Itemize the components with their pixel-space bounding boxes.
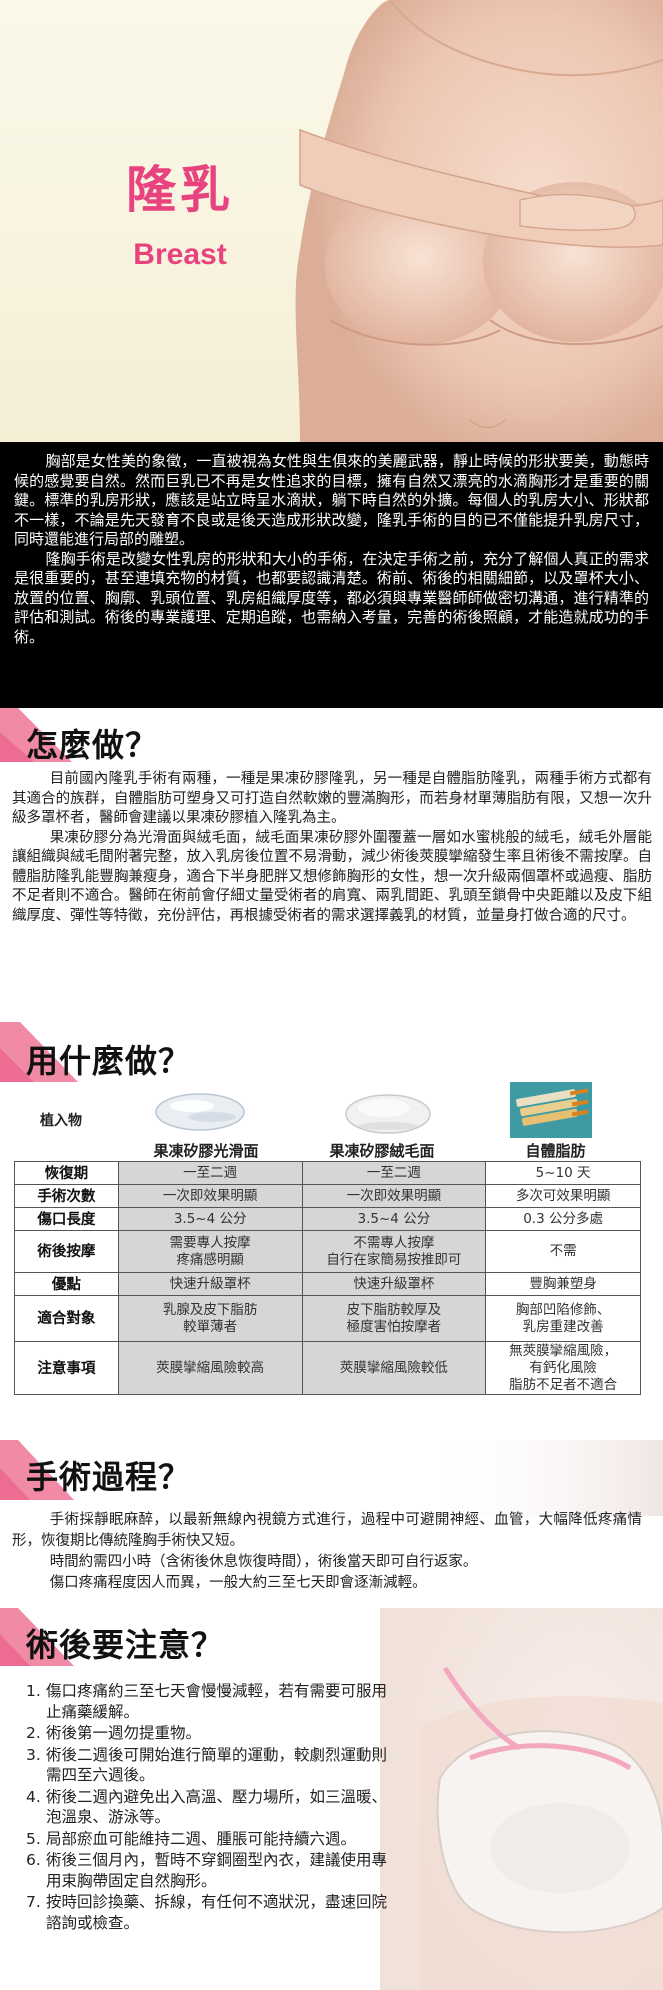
list-item-number: 3.: [26, 1745, 41, 1764]
row-label: 恢復期: [14, 1161, 119, 1185]
how-heading-ribbon: [0, 708, 72, 762]
table-cell: 不需: [485, 1230, 641, 1273]
row-label: 優點: [14, 1272, 119, 1296]
column-header-smooth: 果凍矽膠光滑面: [153, 1142, 259, 1160]
process-paragraph-2: 時間約需四小時（含術後休息恢復時間），術後當天即可自行返家。: [49, 1554, 478, 1570]
how-section-title: 怎麼做？: [26, 726, 159, 764]
table-cell: 快速升級罩杯: [301, 1272, 487, 1296]
table-row: 手術次數一次即效果明顯一次即效果明顯多次可效果明顯: [14, 1184, 641, 1208]
row-label: 手術次數: [14, 1184, 119, 1208]
list-item: 2. 術後第一週勿提重物。: [26, 1723, 396, 1744]
table-row: 適合對象乳腺及皮下脂肪 較單薄者皮下脂肪較厚及 極度害怕按摩者胸部凹陷修飾、 乳…: [14, 1295, 641, 1342]
list-item-number: 6.: [26, 1851, 41, 1869]
table-cell: 莢膜攣縮風險較高: [117, 1341, 303, 1395]
hero-title: 隆乳: [126, 161, 234, 219]
table-cell: 莢膜攣縮風險較低: [301, 1341, 487, 1395]
table-row: 優點快速升級罩杯快速升級罩杯豐胸兼塑身: [14, 1272, 641, 1296]
list-item: 6. 術後三個月內，暫時不穿鋼圈型內衣，建議使用專用束胸帶固定自然胸形。: [26, 1850, 396, 1891]
list-item-text: 局部瘀血可能維持二週、腫脹可能持續六週。: [46, 1829, 357, 1848]
list-item-text: 術後二週內避免出入高溫、壓力場所，如三溫暖、泡溫泉、游泳等。: [46, 1787, 388, 1827]
after-care-list: 1. 傷口疼痛約三至七天會慢慢減輕，若有需要可服用止痛藥緩解。 2. 術後第一週勿提重…: [26, 1681, 396, 1934]
table-cell: 快速升級罩杯: [117, 1272, 303, 1296]
process-paragraph-1: 手術採靜眠麻醉，以最新無線內視鏡方式進行，過程中可避開神經、血管，大幅降低疼痛情…: [12, 1512, 642, 1549]
what-section-title: 用什麼做？: [26, 1042, 192, 1080]
row-label: 術後按摩: [14, 1230, 119, 1273]
table-cell: 無莢膜攣縮風險， 有鈣化風險 脂肪不足者不適合: [485, 1341, 641, 1395]
table-cell: 一次即效果明顯: [117, 1184, 303, 1208]
table-cell: 5~10 天: [485, 1161, 641, 1185]
smooth-implant-image: [155, 1093, 245, 1131]
list-item-number: 5.: [26, 1829, 41, 1848]
list-item: 5. 局部瘀血可能維持二週、腫脹可能持續六週。: [26, 1829, 396, 1850]
table-cell: 不需專人按摩 自行在家簡易按推即可: [301, 1230, 487, 1273]
after-bra-illustration: [0, 1608, 663, 1990]
implant-row-label: 植入物: [40, 1113, 82, 1129]
list-item: 7. 按時回診換藥、拆線，有任何不適狀況，盡速回院諮詢或檢查。: [26, 1892, 396, 1933]
table-row: 術後按摩需要專人按摩 疼痛感明顯不需專人按摩 自行在家簡易按推即可不需: [14, 1230, 641, 1273]
list-item-number: 7.: [26, 1893, 41, 1911]
process-section-title: 手術過程？: [26, 1458, 192, 1496]
process-heading-bg: [0, 1440, 663, 1516]
how-paragraph-1: 目前國內隆乳手術有兩種，一種是果凍矽膠隆乳，另一種是自體脂肪隆乳，兩種手術方式都…: [12, 771, 652, 826]
list-item-text: 傷口疼痛約三至七天會慢慢減輕，若有需要可服用止痛藥緩解。: [46, 1682, 388, 1721]
list-item: 4. 術後二週內避免出入高溫、壓力場所，如三溫暖、泡溫泉、游泳等。: [26, 1787, 396, 1828]
table-cell: 乳腺及皮下脂肪 較單薄者: [117, 1295, 303, 1342]
table-cell: 3.5~4 公分: [117, 1207, 303, 1231]
list-item: 1. 傷口疼痛約三至七天會慢慢減輕，若有需要可服用止痛藥緩解。: [26, 1681, 396, 1722]
table-cell: 0.3 公分多處: [485, 1207, 641, 1231]
after-section-title: 術後要注意？: [26, 1626, 225, 1664]
list-item-number: 4.: [26, 1787, 41, 1806]
intro-panel: 胸部是女性美的象徵，一直被視為女性與生俱來的美麗武器，靜止時候的形狀要美，動態時…: [0, 442, 663, 708]
how-paragraph-2: 果凍矽膠分為光滑面與絨毛面，絨毛面果凍矽膠外圍覆蓋一層如水蜜桃般的絨毛，絨毛外層…: [12, 829, 652, 924]
fat-syringe-image: [510, 1082, 592, 1138]
column-header-fat: 自體脂肪: [525, 1142, 586, 1160]
table-row: 注意事項莢膜攣縮風險較高莢膜攣縮風險較低無莢膜攣縮風險， 有鈣化風險 脂肪不足者…: [14, 1341, 641, 1395]
intro-paragraph-2: 隆胸手術是改變女性乳房的形狀和大小的手術，在決定手術之前，充分了解個人真正的需求…: [14, 549, 649, 646]
list-item-number: 1.: [26, 1682, 41, 1700]
hero-banner: 隆乳 Breast: [0, 0, 663, 442]
hero-subtitle: Breast: [133, 238, 227, 271]
textured-implant-image: [345, 1094, 431, 1134]
column-header-textured: 果凍矽膠絨毛面: [329, 1142, 435, 1160]
row-label: 注意事項: [14, 1341, 119, 1395]
table-cell: 多次可效果明顯: [485, 1184, 641, 1208]
table-cell: 需要專人按摩 疼痛感明顯: [117, 1230, 303, 1273]
list-item: 3. 術後二週後可開始進行簡單的運動，較劇烈運動則需四至六週後。: [26, 1745, 396, 1786]
row-label: 適合對象: [14, 1295, 119, 1342]
intro-paragraph-1: 胸部是女性美的象徵，一直被視為女性與生俱來的美麗武器，靜止時候的形狀要美，動態時…: [14, 452, 649, 548]
hero-model-illustration: [295, 0, 663, 442]
table-cell: 一至二週: [117, 1161, 303, 1185]
row-label: 傷口長度: [14, 1207, 119, 1231]
process-body: 手術採靜眠麻醉，以最新無線內視鏡方式進行，過程中可避開神經、血管，大幅降低疼痛情…: [12, 1510, 642, 1594]
list-item-text: 按時回診換藥、拆線，有任何不適狀況，盡速回院諮詢或檢查。: [46, 1893, 388, 1932]
list-item-text: 術後第一週勿提重物。: [46, 1724, 202, 1742]
list-item-text: 術後三個月內，暫時不穿鋼圈型內衣，建議使用專用束胸帶固定自然胸形。: [46, 1851, 388, 1890]
list-item-number: 2.: [26, 1724, 41, 1742]
table-cell: 3.5~4 公分: [301, 1207, 487, 1231]
what-heading-ribbon: [0, 1022, 78, 1082]
how-body: 目前國內隆乳手術有兩種，一種是果凍矽膠隆乳，另一種是自體脂肪隆乳，兩種手術方式都…: [12, 770, 652, 926]
table-cell: 一至二週: [301, 1161, 487, 1185]
list-item-text: 術後二週後可開始進行簡單的運動，較劇烈運動則需四至六週後。: [46, 1745, 388, 1785]
table-cell: 皮下脂肪較厚及 極度害怕按摩者: [301, 1295, 487, 1342]
table-cell: 豐胸兼塑身: [485, 1272, 641, 1296]
table-cell: 胸部凹陷修飾、 乳房重建改善: [485, 1295, 641, 1342]
process-paragraph-3: 傷口疼痛程度因人而異，一般大約三至七天即會逐漸減輕。: [49, 1575, 427, 1591]
table-cell: 一次即效果明顯: [301, 1184, 487, 1208]
